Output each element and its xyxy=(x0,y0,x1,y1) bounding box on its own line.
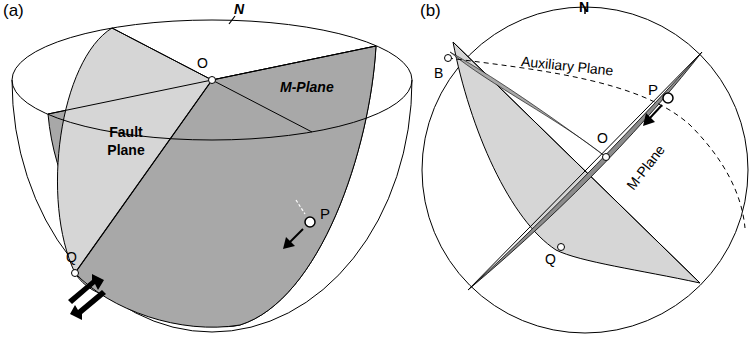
north-mark: N xyxy=(234,2,244,17)
plane-name: Fault Plane xyxy=(100,124,152,159)
north-mark: N xyxy=(579,0,589,15)
point-label: Q xyxy=(545,252,556,267)
point-label: P xyxy=(648,82,658,99)
point-label: Q xyxy=(66,250,77,265)
point-label: P xyxy=(320,206,330,223)
point-label: O xyxy=(597,131,608,146)
point-label: O xyxy=(197,56,208,71)
panel-letter: (b) xyxy=(420,2,441,21)
panel-letter: (a) xyxy=(3,2,24,21)
point-label: B xyxy=(434,66,443,81)
plane-name: M-Plane xyxy=(280,80,334,95)
